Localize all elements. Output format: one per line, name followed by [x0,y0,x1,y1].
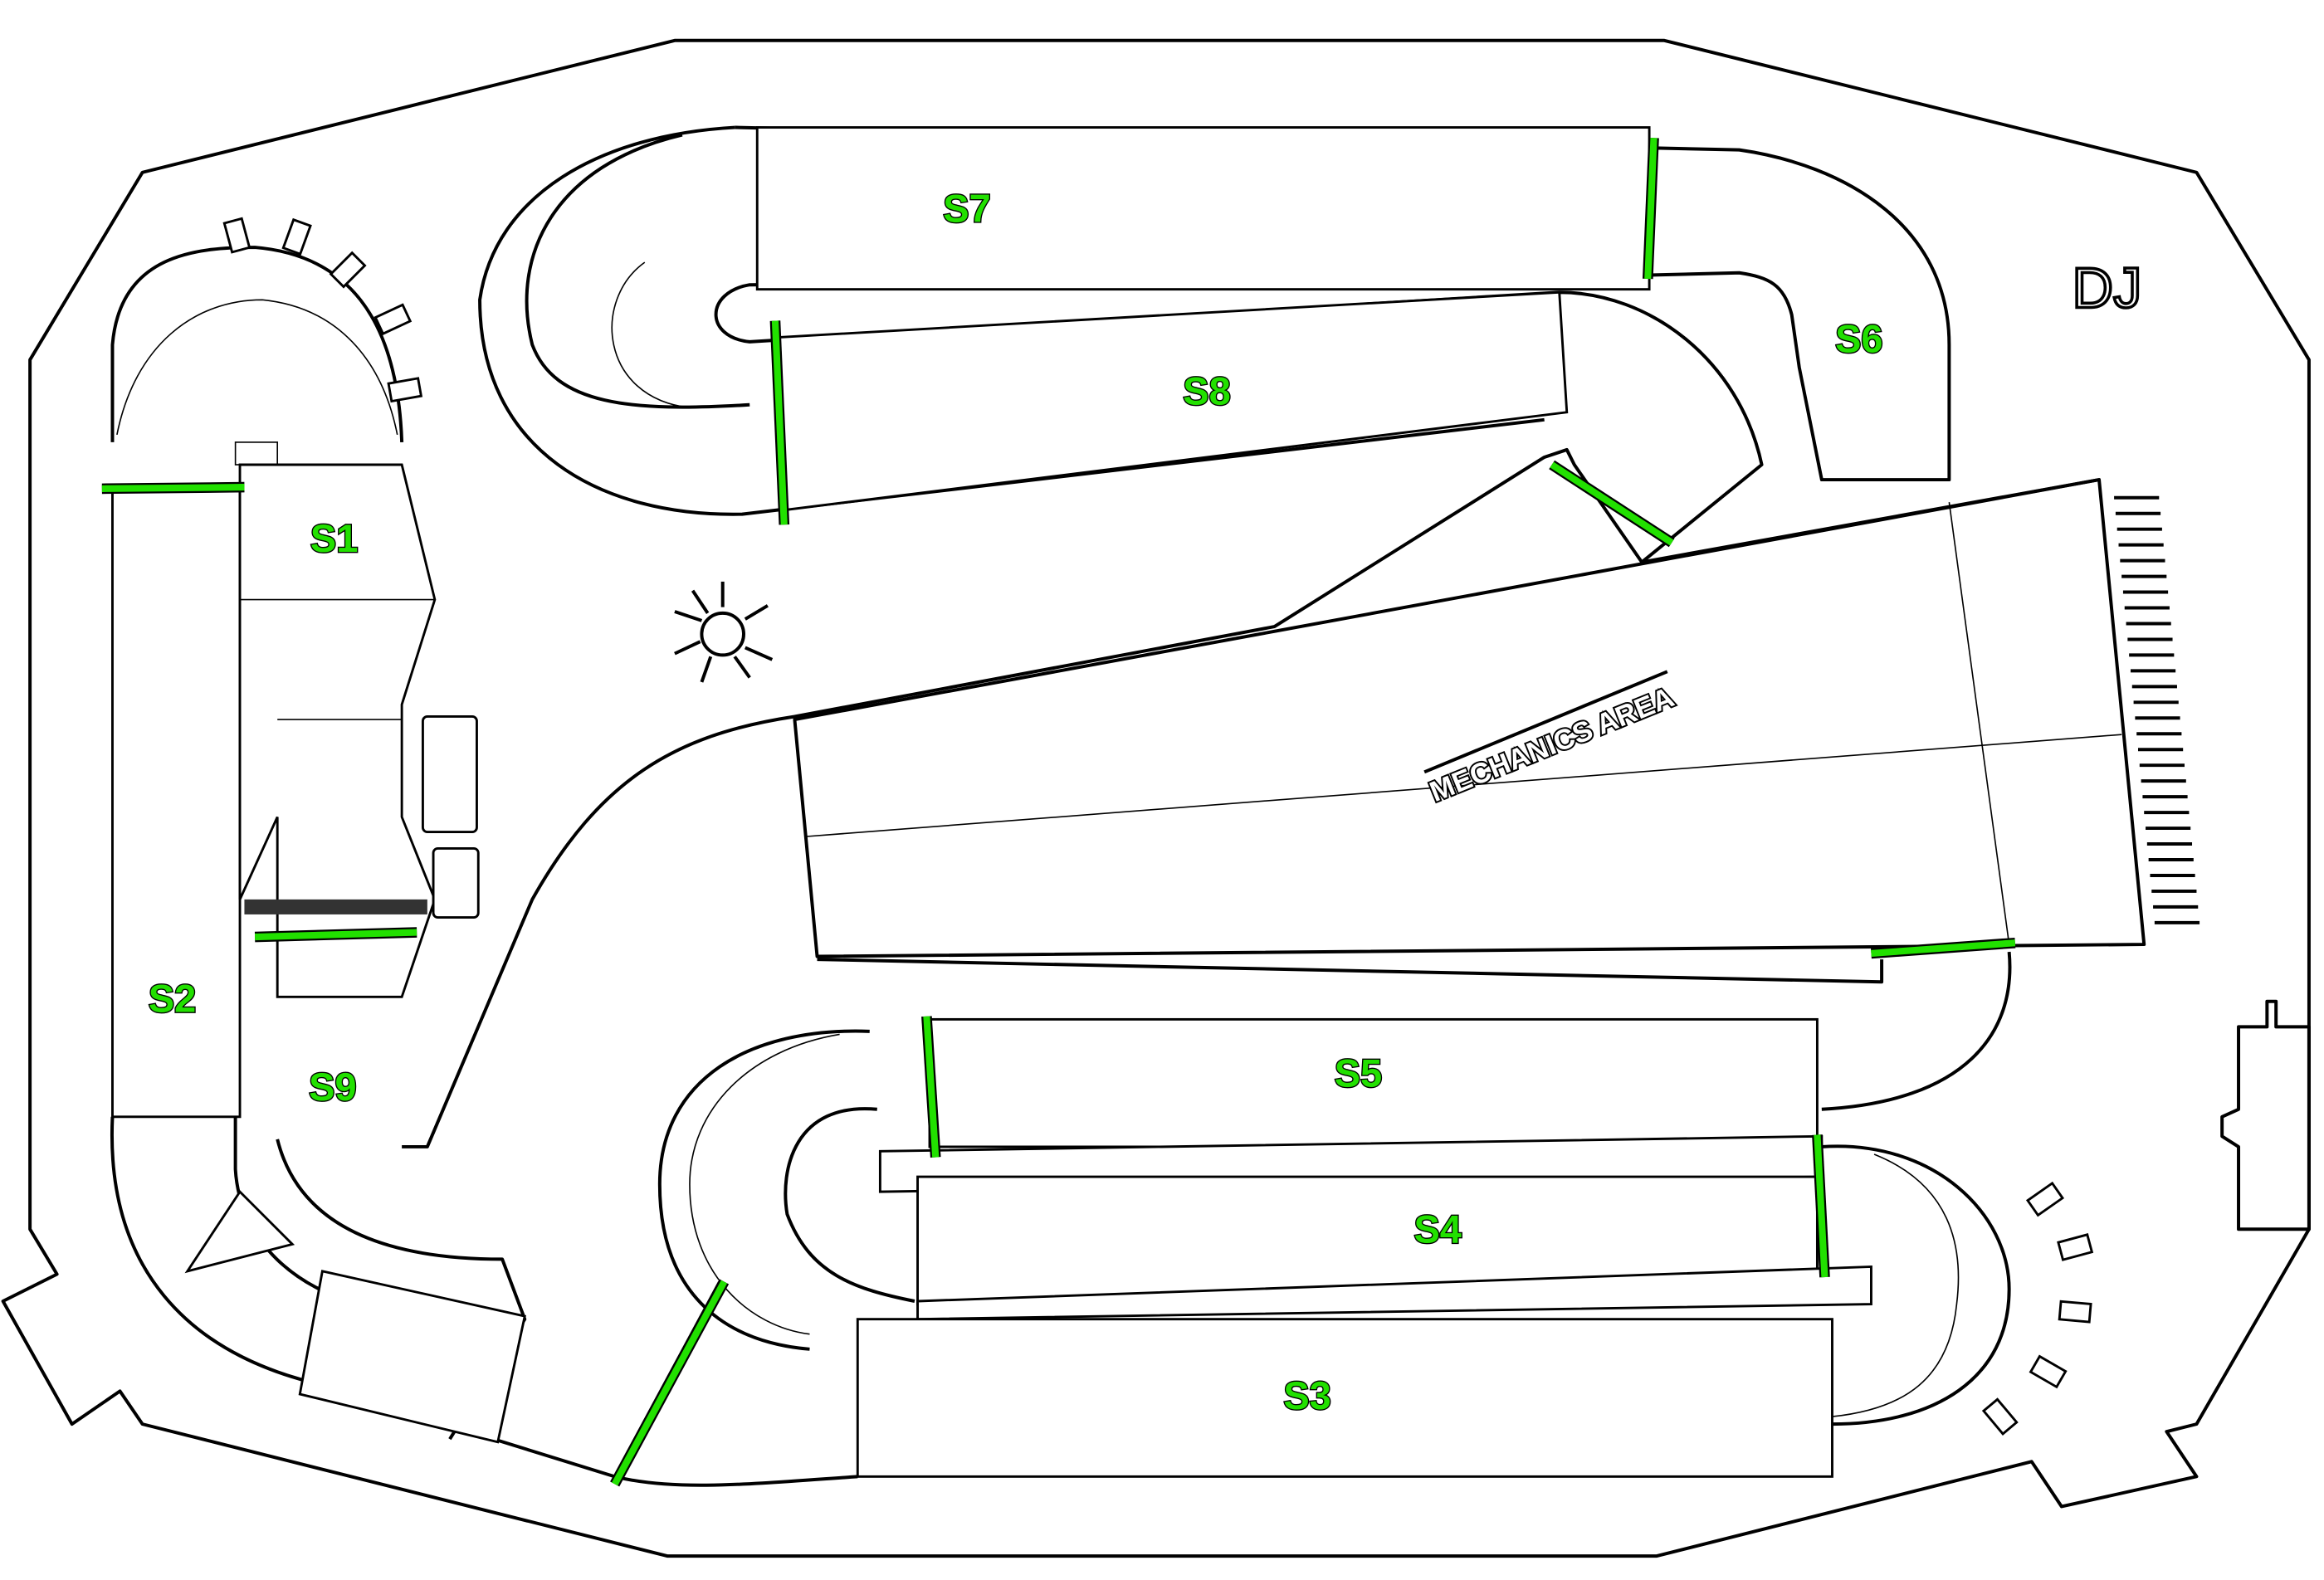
section-label-s7: S7 [943,186,990,230]
equipment-box [432,847,480,919]
venue-boundary [1,38,2311,1558]
dj-booth [2220,999,2311,1231]
dj-label: DJ [2073,256,2142,319]
light-tower-icon [674,581,774,683]
track-s9 [110,1116,721,1479]
gate-s5 [921,1016,941,1158]
paddock-road [402,447,2100,1148]
gate-s4 [1812,1134,1830,1278]
track-s3-s4-s5 [614,951,2012,1487]
gate-s1 [101,481,245,495]
section-label-s2: S2 [149,976,196,1020]
pit-stalls [2114,495,2200,924]
barrier-markers [222,217,2094,1436]
section-label-s9: S9 [309,1065,356,1109]
section-label-s8: S8 [1183,369,1230,413]
gate-s3 [610,1279,730,1487]
mechanics-area [793,478,2146,958]
mechanics-area-label: MECHANICS AREA [1426,681,1679,808]
equipment-box [421,715,478,834]
gate-s8 [769,320,790,525]
start-line-checkered [244,899,427,914]
gate-s9 [1549,460,1675,548]
timing-gates [101,137,2016,1487]
gate-s2 [254,927,417,943]
section-label-s4: S4 [1413,1207,1461,1251]
gate-s6 [1870,937,2016,959]
section-label-s6: S6 [1835,317,1882,361]
section-label-s3: S3 [1283,1373,1330,1417]
gate-s7 [1642,137,1659,280]
section-label-s1: S1 [310,516,358,560]
mechanics-sign-bar [1423,670,1668,774]
track-s7-s8 [478,125,1951,563]
section-label-s5: S5 [1335,1051,1382,1095]
